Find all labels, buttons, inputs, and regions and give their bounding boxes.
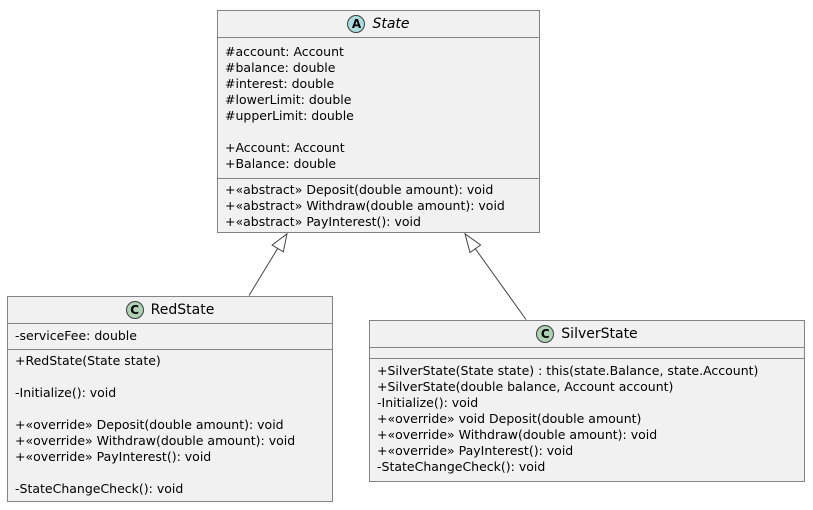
class-title-redstate: RedState [150, 302, 215, 318]
attribute-line-blank [225, 124, 532, 140]
abstract-circle-icon: A [347, 15, 366, 33]
attribute-line: #interest: double [225, 76, 335, 91]
method-line: +RedState(State state) [15, 353, 161, 368]
methods-compartment-redstate: +RedState(State state) -Initialize(): vo… [8, 349, 332, 501]
method-line: +SilverState(double balance, Account acc… [377, 379, 674, 394]
method-line: -StateChangeCheck(): void [15, 481, 184, 496]
method-line: -Initialize(): void [377, 395, 479, 410]
generalization-arrow-silverstate-to-state [464, 232, 527, 320]
class-circle-icon: C [536, 325, 555, 343]
method-line: +«abstract» Deposit(double amount): void [225, 182, 494, 197]
method-line: +SilverState(State state) : this(state.B… [377, 363, 759, 378]
class-title-silverstate: SilverState [561, 326, 638, 342]
attribute-line: +Account: Account [225, 140, 345, 155]
class-title-state: State [372, 16, 410, 32]
method-line: -StateChangeCheck(): void [377, 459, 546, 474]
method-line: +«override» Deposit(double amount): void [15, 417, 284, 432]
attribute-line: #account: Account [225, 44, 344, 59]
class-box-state: A State #account: Account #balance: doub… [217, 10, 540, 233]
method-line: +«abstract» PayInterest(): void [225, 214, 421, 229]
attribute-line: -serviceFee: double [15, 328, 137, 343]
attributes-compartment-redstate: -serviceFee: double [8, 323, 332, 349]
method-line: +«abstract» Withdraw(double amount): voi… [225, 198, 505, 213]
class-header-silverstate: C SilverState [370, 321, 804, 347]
class-header-redstate: C RedState [8, 297, 332, 323]
attributes-compartment-state: #account: Account #balance: double #inte… [218, 37, 539, 178]
class-header-state: A State [218, 11, 539, 37]
method-line: +«override» PayInterest(): void [15, 449, 212, 464]
method-line: +«override» void Deposit(double amount) [377, 411, 642, 426]
method-line-blank [15, 401, 325, 417]
class-circle-icon: C [125, 301, 144, 319]
attributes-compartment-silverstate-empty [370, 347, 804, 358]
method-line: +«override» Withdraw(double amount): voi… [15, 433, 296, 448]
attribute-line: #lowerLimit: double [225, 92, 352, 107]
methods-compartment-silverstate: +SilverState(State state) : this(state.B… [370, 358, 804, 481]
class-box-silverstate: C SilverState +SilverState(State state) … [369, 320, 805, 482]
generalization-arrow-redstate-to-state [248, 232, 288, 296]
method-line: +«override» Withdraw(double amount): voi… [377, 427, 658, 442]
method-line-blank [15, 465, 325, 481]
attribute-line: #upperLimit: double [225, 108, 354, 123]
method-line: +«override» PayInterest(): void [377, 443, 574, 458]
attribute-line: +Balance: double [225, 156, 337, 171]
method-line: -Initialize(): void [15, 385, 117, 400]
attribute-line: #balance: double [225, 60, 336, 75]
class-box-redstate: C RedState -serviceFee: double +RedState… [7, 296, 333, 502]
methods-compartment-state: +«abstract» Deposit(double amount): void… [218, 178, 539, 232]
method-line-blank [15, 369, 325, 385]
